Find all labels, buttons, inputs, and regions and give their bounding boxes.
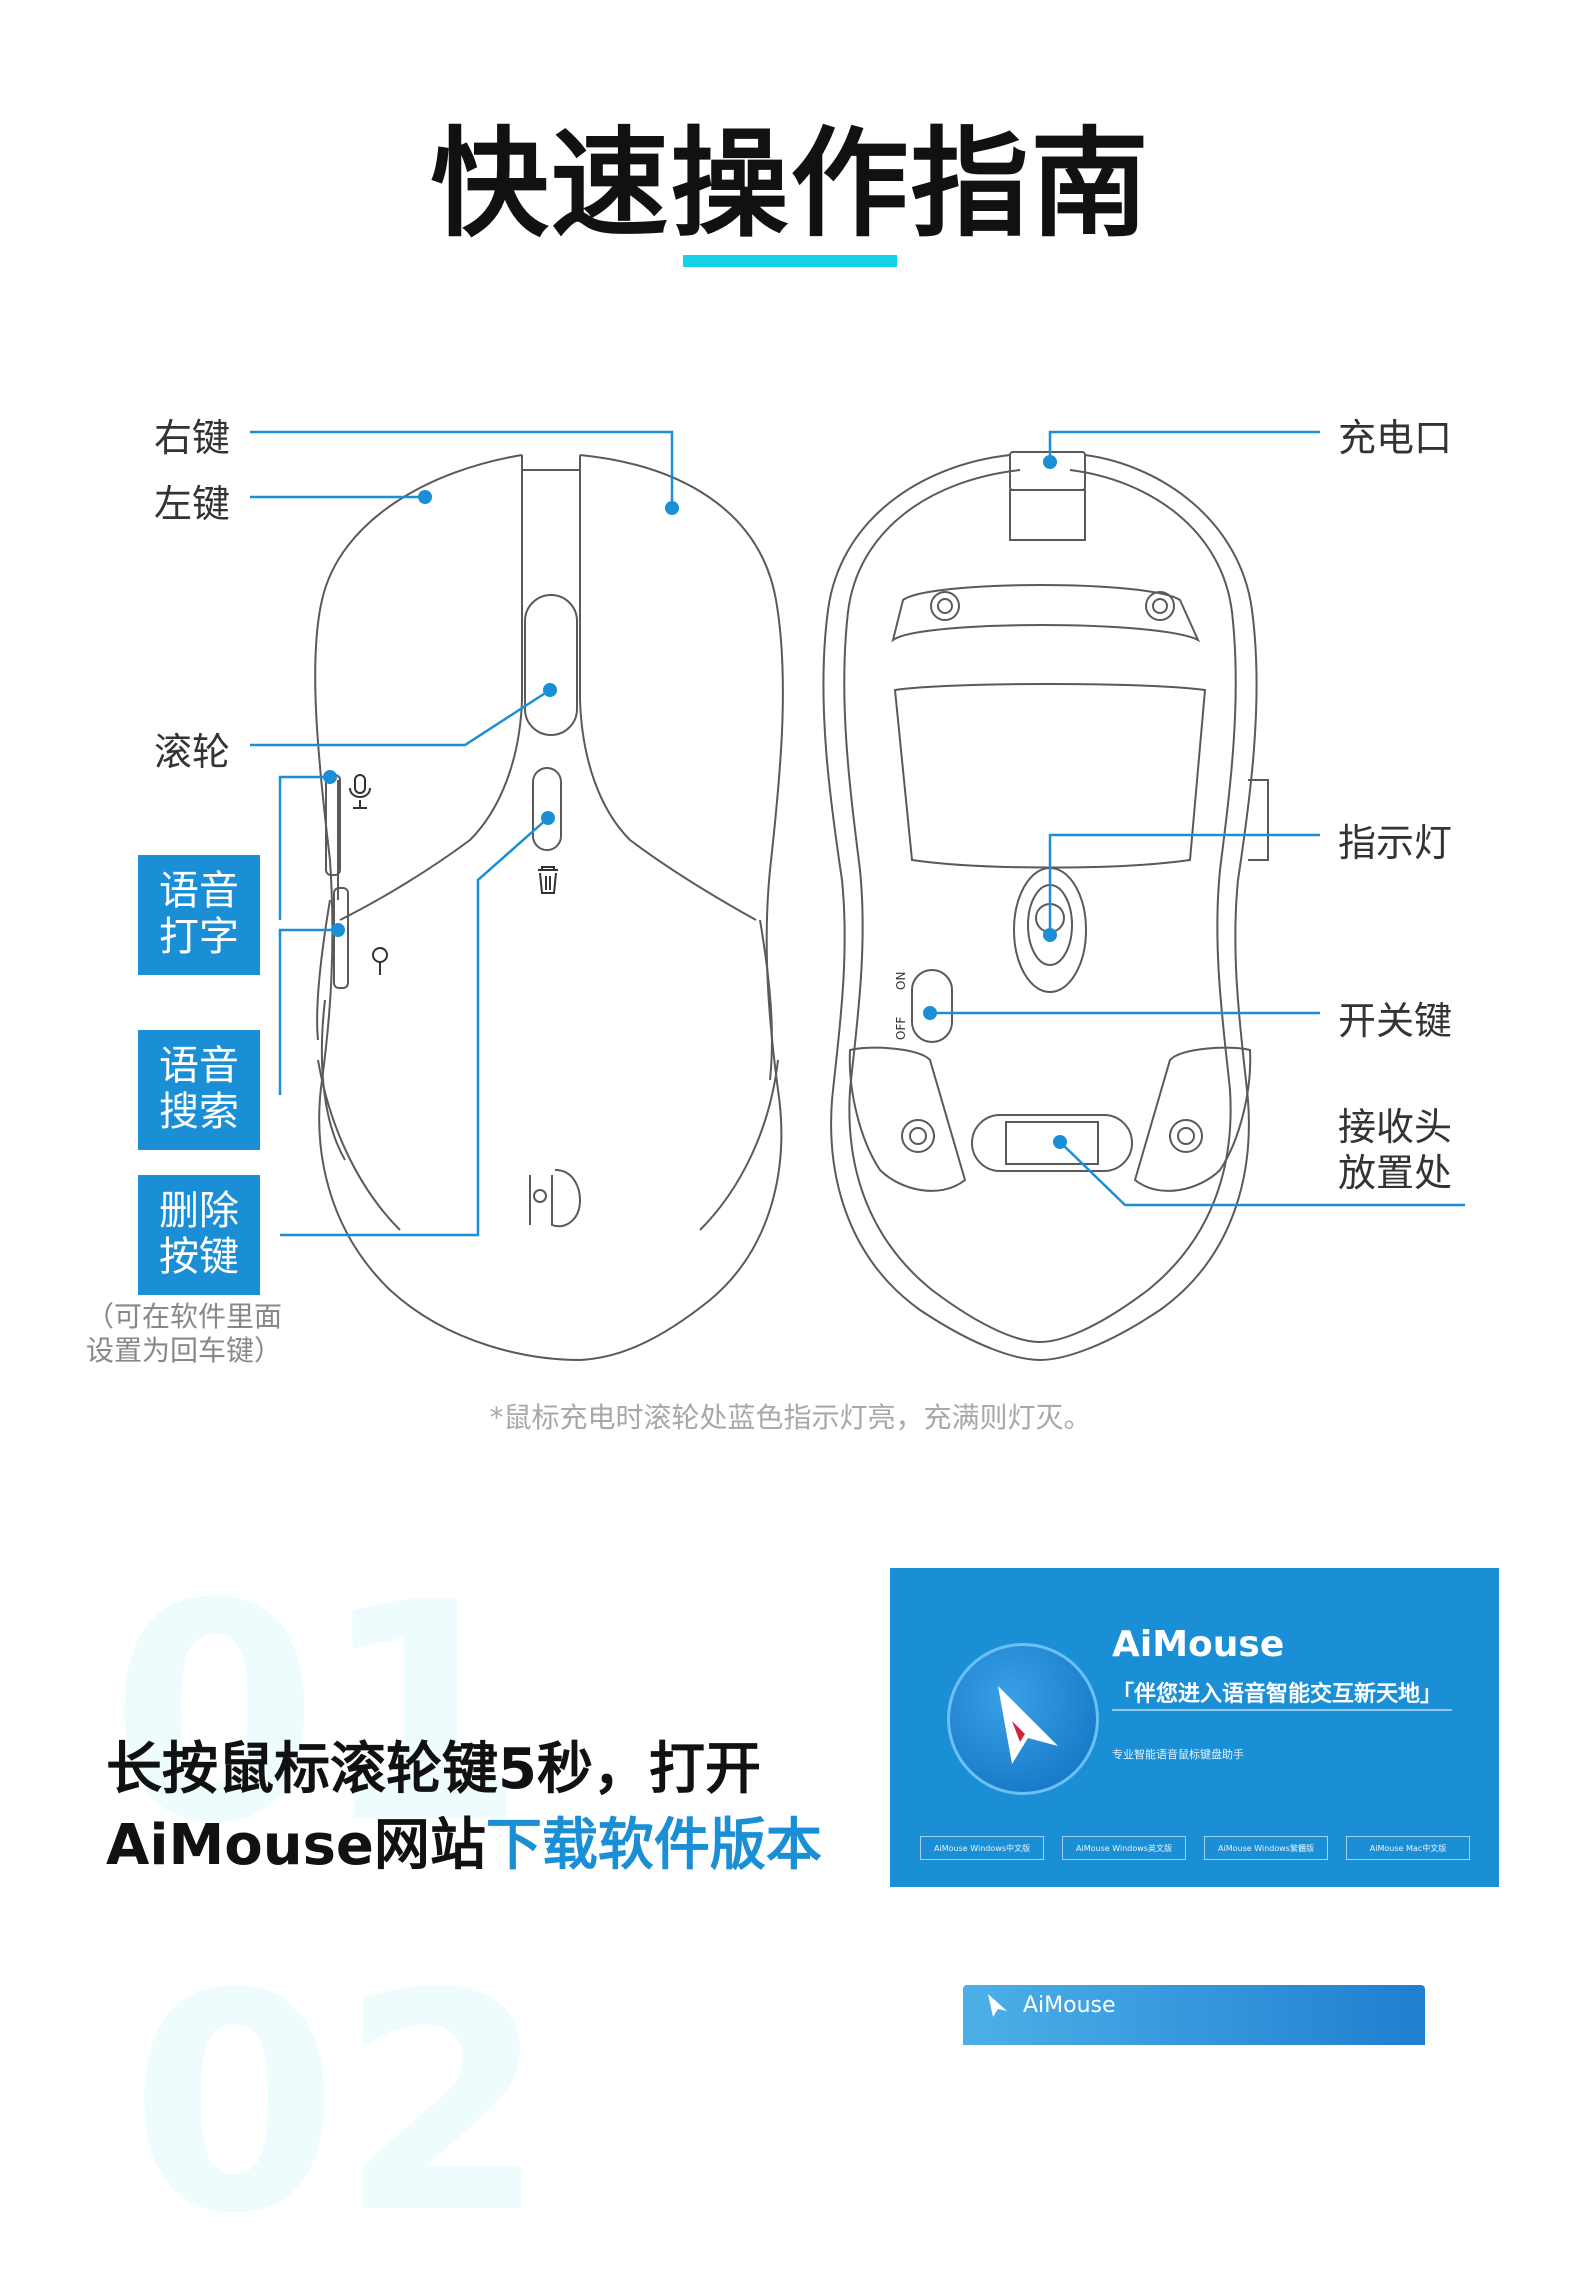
box-delete-key-line1: 删除 [159, 1188, 239, 1234]
search-icon [372, 947, 388, 975]
download-mac-cn-button[interactable]: AiMouse Mac中文版 [1346, 1836, 1470, 1860]
step1-line1: 长按鼠标滚轮键5秒，打开 [106, 1737, 761, 1802]
step1-line2-highlight: 下载软件版本 [485, 1813, 822, 1878]
aimouse-logo-icon [947, 1643, 1099, 1795]
label-receiver-line2: 放置处 [1338, 1151, 1453, 1195]
step1-text: 长按鼠标滚轮键5秒，打开 AiMouse网站下载软件版本 [106, 1732, 822, 1884]
aimouse-small-logo-icon [988, 1994, 1007, 2017]
top-view-left-button [339, 455, 523, 921]
label-receiver-line1: 接收头 [1338, 1105, 1453, 1149]
step1-number: 01 [110, 1540, 528, 1889]
download-windows-tw-button[interactable]: AiMouse Windows繁體版 [1204, 1836, 1328, 1860]
promo-brand: AiMouse [1112, 1624, 1285, 1665]
box-voice-typing: 语音 打字 [138, 855, 260, 975]
note-line2: 设置为回车键） [86, 1334, 283, 1367]
label-left-key: 左键 [154, 482, 231, 526]
label-receiver: 接收头 放置处 [1338, 1104, 1452, 1196]
power-switch-shape [911, 969, 953, 1043]
step1-line2: AiMouse网站下载软件版本 [106, 1808, 822, 1884]
delete-key-note: （可在软件里面 设置为回车键） [86, 1300, 282, 1368]
promo-divider [1112, 1709, 1452, 1711]
download-windows-en-button[interactable]: AiMouse Windows英文版 [1062, 1836, 1186, 1860]
step2-promo-brand: AiMouse [1023, 1993, 1116, 2018]
download-windows-cn-button[interactable]: AiMouse Windows中文版 [920, 1836, 1044, 1860]
switch-on-label: ON [894, 972, 908, 990]
side-button-2 [333, 887, 349, 989]
aimouse-window-preview: AiMouse [963, 1985, 1425, 2045]
box-voice-search-line1: 语音 [159, 1043, 239, 1089]
label-power-switch: 开关键 [1338, 999, 1453, 1043]
switch-off-label: OFF [894, 1017, 908, 1040]
box-delete-key: 删除 按键 [138, 1175, 260, 1295]
promo-slogan: 「伴您进入语音智能交互新天地」 [1112, 1682, 1443, 1707]
label-scroll-wheel: 滚轮 [154, 730, 231, 774]
promo-subtitle: 专业智能语音鼠标键盘助手 [1112, 1748, 1244, 1761]
top-view-left-shell [314, 454, 581, 1361]
label-indicator: 指示灯 [1338, 821, 1453, 865]
bottom-view-shell [822, 454, 1258, 1362]
box-voice-search: 语音 搜索 [138, 1030, 260, 1150]
note-line1: （可在软件里面 [86, 1300, 283, 1333]
top-view-right-button [579, 455, 757, 921]
scroll-wheel-shape [524, 594, 578, 736]
microphone-icon [349, 774, 371, 809]
charging-footnote: *鼠标充电时滚轮处蓝色指示灯亮，充满则灯灭。 [489, 1401, 1092, 1434]
step1-line2-plain: AiMouse网站 [106, 1813, 486, 1878]
box-voice-search-line2: 搜索 [159, 1089, 239, 1135]
receiver-slot-shape [971, 1114, 1133, 1172]
title-underline [683, 255, 897, 267]
label-right-key: 右键 [154, 416, 231, 460]
aimouse-promo-banner: AiMouse 「伴您进入语音智能交互新天地」 专业智能语音鼠标键盘助手 AiM… [890, 1568, 1499, 1887]
delete-button-shape [532, 767, 562, 851]
label-charge-port: 充电口 [1338, 416, 1453, 460]
box-delete-key-line2: 按键 [159, 1234, 239, 1280]
mouse-diagram: ON OFF [250, 430, 1465, 1362]
box-voice-typing-line1: 语音 [159, 868, 239, 914]
trash-icon [538, 866, 558, 894]
page-title: 快速操作指南 [430, 115, 1151, 253]
step2-number: 02 [130, 1930, 548, 2279]
top-view-right-shell [579, 454, 784, 1361]
box-voice-typing-line2: 打字 [159, 914, 239, 960]
